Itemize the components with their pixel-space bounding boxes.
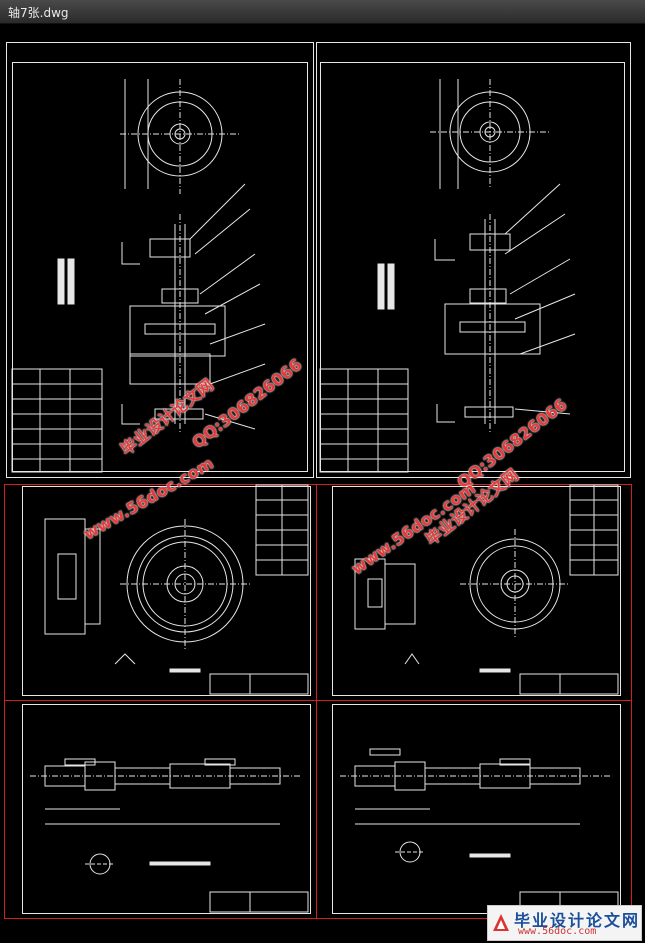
logo-url: www.56doc.com: [518, 926, 597, 937]
sheet-assembly-left[interactable]: [6, 42, 314, 478]
red-border: [4, 918, 632, 919]
sheet-assembly-right-frame: [320, 62, 625, 472]
sheet-assembly-right[interactable]: [316, 42, 631, 478]
sheet-assembly-left-frame: [12, 62, 308, 472]
red-border: [4, 484, 5, 918]
window-title: 轴7张.dwg: [8, 6, 69, 20]
red-border: [631, 484, 632, 918]
sheet-part-left-frame[interactable]: [22, 486, 311, 696]
site-logo[interactable]: 毕业设计论文网 www.56doc.com: [487, 905, 642, 941]
red-border: [316, 484, 317, 918]
logo-mark-icon: [493, 914, 509, 931]
cad-linework: [11, 79, 619, 913]
red-border: [4, 484, 632, 485]
sheet-part-right-frame[interactable]: [332, 486, 621, 696]
red-border: [4, 700, 632, 701]
sheet-shaft-left-frame[interactable]: [22, 704, 311, 914]
logo-name: 毕业设计论文网: [514, 911, 641, 930]
sheet-shaft-right-frame[interactable]: [332, 704, 621, 914]
drawing-canvas[interactable]: 毕业设计论文网 QQ:306826066 www.56doc.com QQ:30…: [0, 24, 645, 943]
window-titlebar: 轴7张.dwg: [0, 0, 645, 24]
